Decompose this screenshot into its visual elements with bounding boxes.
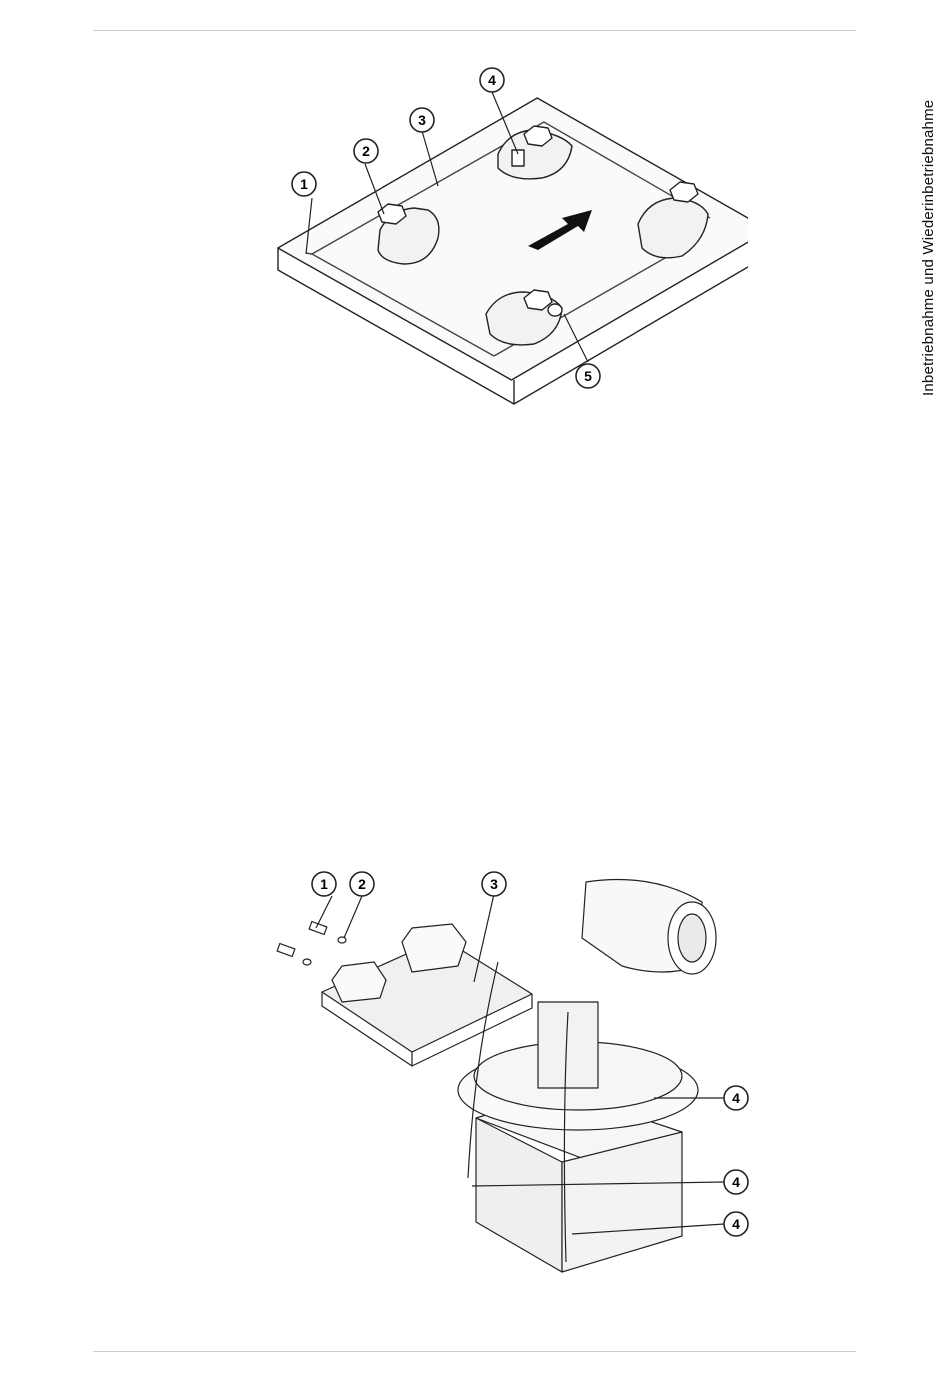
callout-3: 3 xyxy=(482,872,506,896)
svg-text:1: 1 xyxy=(300,176,308,192)
callout-1: 1 xyxy=(312,872,336,896)
svg-text:1: 1 xyxy=(320,876,328,892)
callout-3: 3 xyxy=(410,108,434,132)
svg-text:4: 4 xyxy=(732,1174,740,1190)
svg-text:4: 4 xyxy=(488,72,496,88)
callout-2: 2 xyxy=(350,872,374,896)
svg-text:3: 3 xyxy=(490,876,498,892)
mounting-plate-drawing: 1 2 3 4 5 xyxy=(262,58,748,428)
callout-4-middle: 4 xyxy=(724,1170,748,1194)
svg-text:2: 2 xyxy=(362,143,370,159)
svg-text:3: 3 xyxy=(418,112,426,128)
callout-2: 2 xyxy=(354,139,378,163)
robot-transport-frame-figure: 1 2 3 4 4 4 xyxy=(262,862,766,1282)
header-rule xyxy=(93,30,856,31)
footer-rule xyxy=(93,1351,856,1352)
callout-5: 5 xyxy=(576,364,600,388)
svg-text:4: 4 xyxy=(732,1216,740,1232)
callout-1: 1 xyxy=(292,172,316,196)
callout-4-upper: 4 xyxy=(724,1086,748,1110)
robot-transport-frame-drawing: 1 2 3 4 4 4 xyxy=(262,862,766,1282)
svg-text:4: 4 xyxy=(732,1090,740,1106)
section-title: Inbetriebnahme und Wiederinbetriebnahme xyxy=(920,58,944,396)
svg-text:2: 2 xyxy=(358,876,366,892)
callout-4: 4 xyxy=(480,68,504,92)
svg-text:5: 5 xyxy=(584,368,592,384)
callout-4-lower: 4 xyxy=(724,1212,748,1236)
mounting-plate-figure: 1 2 3 4 5 xyxy=(262,58,748,428)
